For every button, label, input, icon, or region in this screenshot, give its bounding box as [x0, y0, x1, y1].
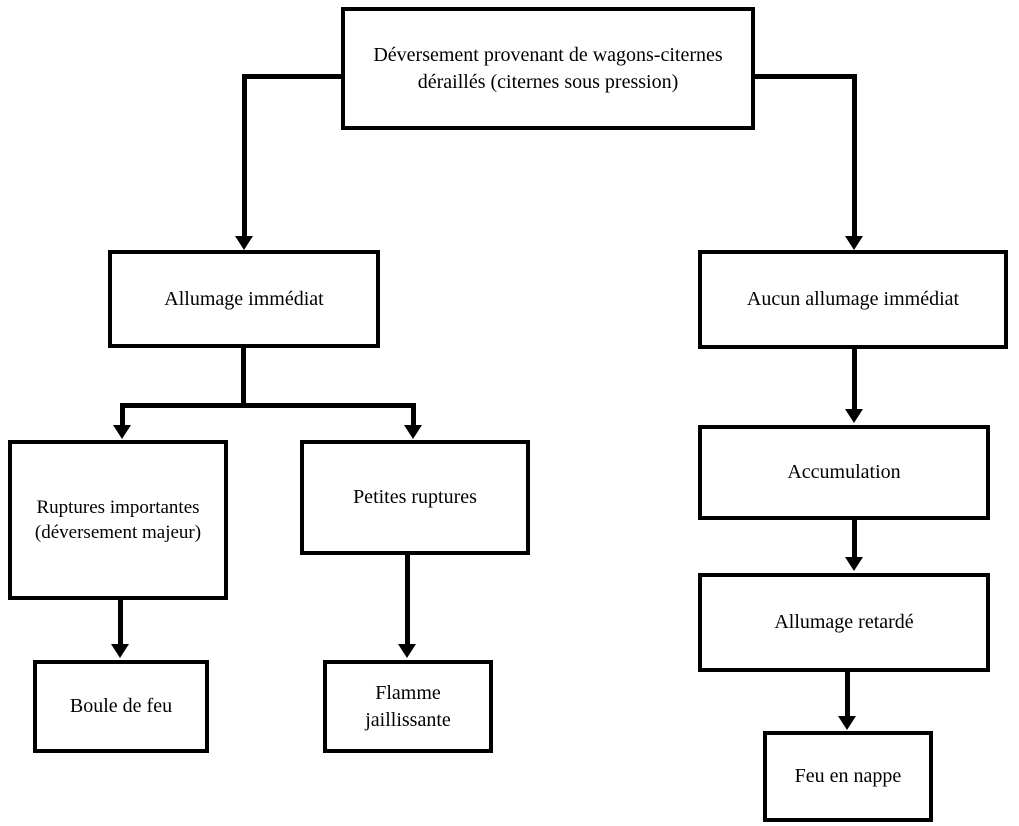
edge-immediate-stem	[241, 346, 246, 408]
node-jet-flame[interactable]: Flamme jaillissante	[323, 660, 493, 753]
node-immediate-ignition[interactable]: Allumage immédiat	[108, 250, 380, 348]
arrowhead-small-ruptures-to-jet-flame	[398, 644, 416, 658]
node-accumulation-label: Accumulation	[787, 461, 901, 484]
node-major-ruptures-label: Ruptures importantes (déversement majeur…	[34, 496, 202, 543]
node-delayed-ignition[interactable]: Allumage retardé	[698, 573, 990, 672]
arrowhead-delayed-ignition-to-pool-fire	[838, 716, 856, 730]
node-immediate-ignition-label: Allumage immédiat	[164, 287, 324, 310]
edge-immediate-split-bar	[120, 403, 416, 408]
arrowhead-accumulation-to-delayed-ignition	[845, 557, 863, 571]
node-source-label: Déversement provenant de wagons-citernes…	[373, 44, 723, 93]
edge-accumulation-to-delayed-ignition	[852, 518, 857, 559]
node-small-ruptures[interactable]: Petites ruptures	[300, 440, 530, 555]
edge-source-to-immediate-horizontal	[242, 74, 343, 79]
node-fireball[interactable]: Boule de feu	[33, 660, 209, 753]
edge-source-to-no-immediate-vertical	[852, 74, 857, 238]
node-jet-flame-label: Flamme jaillissante	[365, 682, 451, 731]
node-delayed-ignition-label: Allumage retardé	[774, 611, 914, 634]
arrowhead-no-immediate-to-accumulation	[845, 409, 863, 423]
node-no-immediate-ignition-label: Aucun allumage immédiat	[746, 288, 960, 311]
arrowhead-to-major-ruptures	[113, 425, 131, 439]
arrowhead-source-to-no-immediate	[845, 236, 863, 250]
node-fireball-label: Boule de feu	[69, 695, 173, 718]
edge-no-immediate-to-accumulation	[852, 347, 857, 411]
node-pool-fire[interactable]: Feu en nappe	[763, 731, 933, 822]
arrowhead-to-small-ruptures	[404, 425, 422, 439]
edge-major-ruptures-to-fireball	[118, 598, 123, 646]
edge-to-small-ruptures-vertical	[411, 403, 416, 427]
edge-small-ruptures-to-jet-flame	[405, 553, 410, 646]
arrowhead-source-to-immediate	[235, 236, 253, 250]
node-source[interactable]: Déversement provenant de wagons-citernes…	[341, 7, 755, 130]
edge-to-major-ruptures-vertical	[120, 403, 125, 427]
edge-source-to-no-immediate-horizontal	[753, 74, 857, 79]
node-small-ruptures-label: Petites ruptures	[353, 486, 477, 509]
node-major-ruptures[interactable]: Ruptures importantes (déversement majeur…	[8, 440, 228, 600]
arrowhead-major-ruptures-to-fireball	[111, 644, 129, 658]
edge-source-to-immediate-vertical	[242, 74, 247, 238]
node-pool-fire-label: Feu en nappe	[794, 765, 902, 788]
edge-delayed-ignition-to-pool-fire	[845, 670, 850, 718]
node-no-immediate-ignition[interactable]: Aucun allumage immédiat	[698, 250, 1008, 349]
node-accumulation[interactable]: Accumulation	[698, 425, 990, 520]
